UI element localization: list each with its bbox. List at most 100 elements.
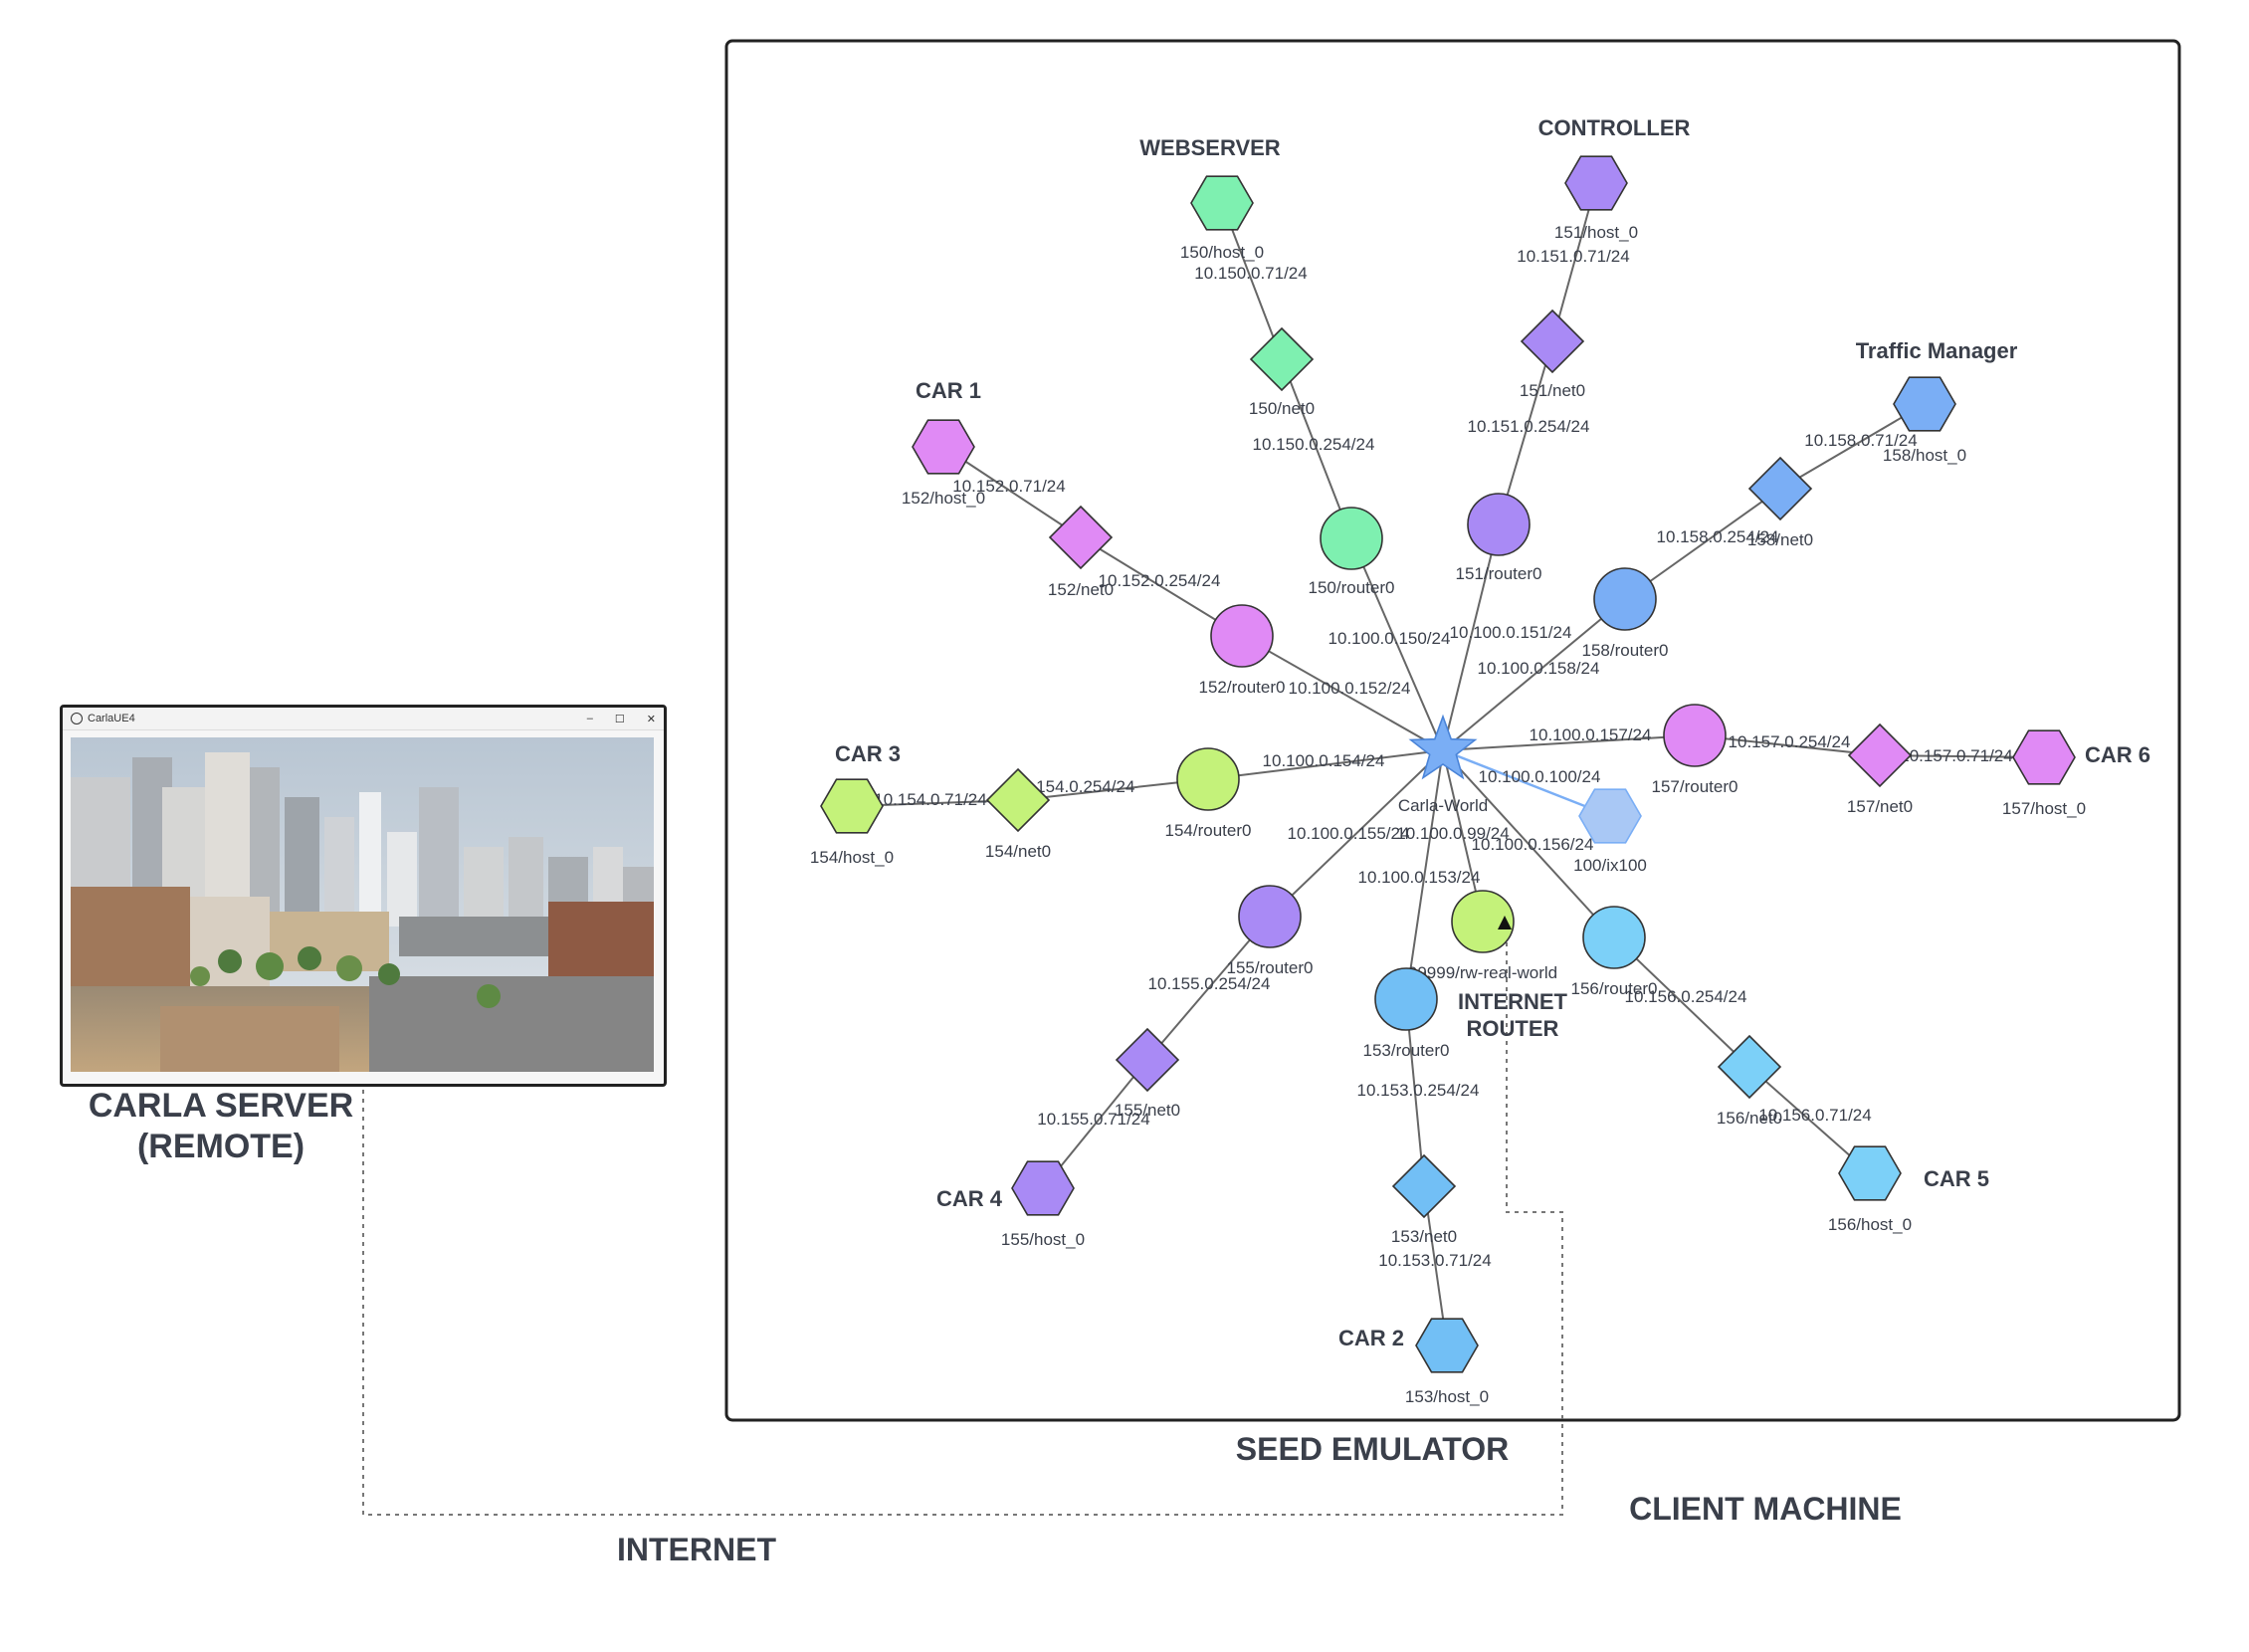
node-label: 157/net0 (1847, 797, 1913, 816)
node-n158[interactable] (1747, 456, 1813, 521)
node-r151[interactable] (1467, 493, 1531, 556)
node-label: 99999/rw-real-world (1408, 963, 1557, 982)
node-h157[interactable] (2012, 729, 2076, 785)
edge-label: 10.154.0.71/24 (874, 790, 986, 809)
node-n151[interactable] (1520, 309, 1585, 374)
node-label: 151/host_0 (1554, 223, 1638, 242)
edge-label: 10.155.0.254/24 (1148, 974, 1271, 993)
close-icon: ✕ (646, 713, 656, 725)
node-n153[interactable] (1391, 1153, 1457, 1219)
edge-label: 10.100.0.153/24 (1358, 868, 1481, 887)
carla-city-render (71, 737, 654, 1072)
edge-label: 10.152.0.71/24 (952, 477, 1065, 496)
edge-r154-n154 (1017, 778, 1209, 801)
node-h150[interactable] (1190, 175, 1254, 231)
group-label-car6: CAR 6 (2085, 742, 2150, 767)
node-label: 154/host_0 (810, 848, 894, 867)
node-r157[interactable] (1663, 704, 1727, 767)
node-label: 157/host_0 (2002, 799, 2086, 818)
edge-label: 10.157.0.71/24 (1900, 746, 2012, 765)
node-label: 154/router0 (1165, 821, 1252, 840)
minimize-icon: – (586, 712, 593, 724)
node-label: 150/net0 (1249, 399, 1315, 418)
node-n157[interactable] (1847, 723, 1913, 788)
node-n150[interactable] (1249, 326, 1315, 392)
node-r156[interactable] (1582, 906, 1646, 969)
node-r155[interactable] (1238, 885, 1302, 948)
edge-label: 10.156.0.254/24 (1625, 987, 1747, 1006)
node-r154[interactable] (1176, 747, 1240, 811)
edge-label: 10.157.0.254/24 (1729, 732, 1851, 751)
node-r153[interactable] (1374, 967, 1438, 1031)
edge-label: 10.100.0.151/24 (1450, 623, 1572, 642)
seed-emulator-label: SEED EMULATOR (1236, 1431, 1509, 1467)
edge-label: 10.100.0.154/24 (1263, 751, 1385, 770)
node-carla-world[interactable] (1408, 714, 1478, 780)
router-marker-icon (1498, 916, 1512, 929)
group-label-car2: CAR 2 (1338, 1326, 1404, 1350)
node-h156[interactable] (1838, 1145, 1902, 1201)
edge-label: 10.153.0.71/24 (1378, 1251, 1491, 1270)
group-label-controller: CONTROLLER (1538, 115, 1691, 140)
group-label-traffic-manager: Traffic Manager (1856, 338, 2018, 363)
edge-label: 10.156.0.71/24 (1758, 1106, 1871, 1125)
node-label: 157/router0 (1652, 777, 1738, 796)
edge-carla-world-r154 (1207, 749, 1444, 780)
edge-label: 10.154.0.254/24 (1013, 777, 1135, 796)
node-label: 153/net0 (1391, 1227, 1457, 1246)
carla-window-title: CarlaUE4 (88, 713, 135, 724)
edge-label: 10.100.0.152/24 (1289, 679, 1411, 698)
edge-label: 10.152.0.254/24 (1099, 571, 1221, 590)
edge-n158-h158 (1779, 403, 1926, 490)
edge-carla-world-ix100 (1442, 748, 1611, 818)
node-r152[interactable] (1210, 604, 1274, 668)
edge-label: 10.158.0.254/24 (1657, 527, 1779, 546)
city-scene-image (71, 737, 654, 1072)
internet-router-label-line1: INTERNET (1458, 989, 1568, 1014)
node-n154[interactable] (985, 767, 1051, 833)
node-label: 153/host_0 (1405, 1387, 1489, 1406)
node-h158[interactable] (1893, 376, 1956, 432)
client-machine-label: CLIENT MACHINE (1629, 1491, 1902, 1527)
node-label: 155/host_0 (1001, 1230, 1085, 1249)
node-h151[interactable] (1564, 155, 1628, 211)
edge-label: 10.100.0.156/24 (1472, 835, 1594, 854)
node-h152[interactable] (912, 419, 975, 475)
node-n152[interactable] (1048, 505, 1114, 570)
seed-emulator-frame (724, 39, 2181, 1422)
node-label: 100/ix100 (1573, 856, 1647, 875)
edge-carla-world-r150 (1350, 537, 1444, 751)
edge-r158-n158 (1624, 488, 1781, 600)
edge-label: 10.100.0.150/24 (1329, 629, 1451, 648)
group-label-car3: CAR 3 (835, 741, 901, 766)
node-ix100[interactable] (1578, 788, 1642, 844)
node-n156[interactable] (1717, 1034, 1782, 1100)
carla-server-label-line2: (REMOTE) (137, 1128, 305, 1165)
edge-label: 10.100.0.158/24 (1478, 659, 1600, 678)
edge-label: 10.100.0.157/24 (1530, 725, 1652, 744)
node-h154[interactable] (820, 778, 884, 834)
node-label: 153/router0 (1363, 1041, 1450, 1060)
node-label: 158/router0 (1582, 641, 1669, 660)
node-label: 152/router0 (1199, 678, 1286, 697)
carla-server-label-line1: CARLA SERVER (89, 1087, 353, 1125)
edge-r151-n151 (1498, 340, 1553, 525)
node-label: 151/router0 (1456, 564, 1542, 583)
edge-carla-world-r152 (1241, 635, 1444, 751)
group-label-car1: CAR 1 (916, 378, 981, 403)
node-h155[interactable] (1011, 1160, 1075, 1216)
node-r150[interactable] (1320, 507, 1383, 570)
node-r158[interactable] (1593, 567, 1657, 631)
nodes-layer: Carla-World100/ix10099999/rw-real-world1… (810, 155, 2086, 1406)
node-label: 151/net0 (1520, 381, 1585, 400)
edge-carla-world-r158 (1442, 598, 1626, 751)
node-n155[interactable] (1115, 1027, 1180, 1093)
group-label-car4: CAR 4 (936, 1186, 1003, 1211)
node-h153[interactable] (1415, 1318, 1479, 1373)
node-label: 152/host_0 (902, 489, 985, 508)
node-label: 150/router0 (1309, 578, 1395, 597)
node-rw[interactable] (1451, 890, 1515, 953)
edge-label: 10.100.0.155/24 (1288, 824, 1410, 843)
